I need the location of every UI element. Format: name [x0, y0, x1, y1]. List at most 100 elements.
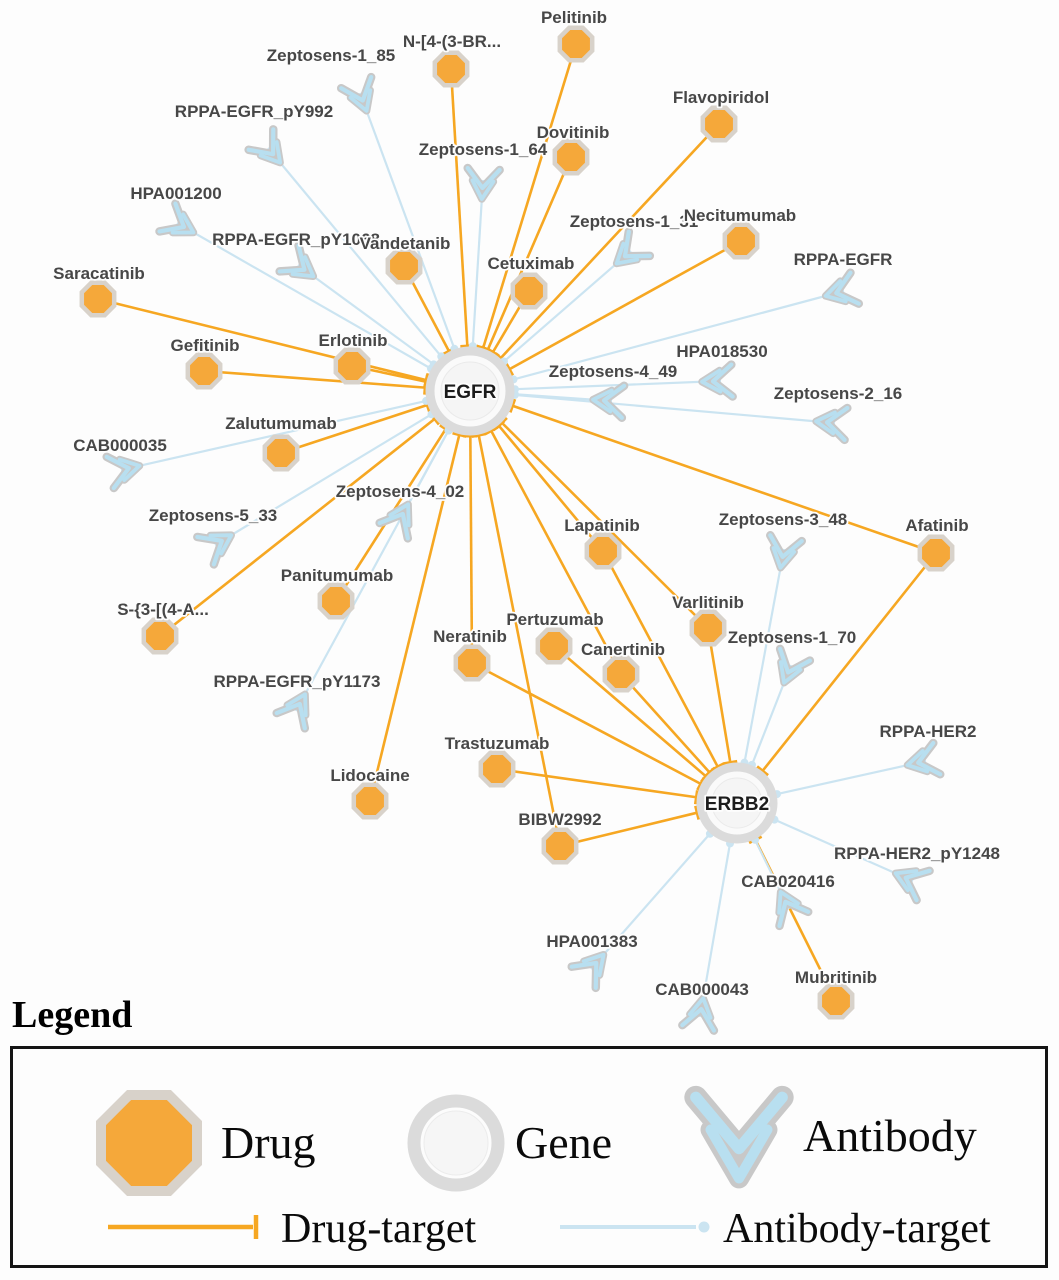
gene-circle-inner — [423, 1110, 489, 1176]
antibody-label-hpa001200: HPA001200 — [130, 184, 221, 203]
drug-label-zalutumumab: Zalutumumab — [225, 414, 336, 433]
drug-label-neratinib: Neratinib — [433, 627, 507, 646]
drug-node-bibw2992 — [541, 827, 579, 865]
antibody-target-edge-rppa_egfr_py1068-egfr — [297, 264, 435, 366]
drug-label-necitumumab: Necitumumab — [684, 206, 796, 225]
gene-label-erbb2: ERBB2 — [705, 794, 769, 815]
antibody-label-cab000035: CAB000035 — [73, 436, 167, 455]
drug-label-vandetanib: Vandetanib — [360, 234, 451, 253]
drug-target-edge-varlitinib-egfr — [500, 421, 709, 629]
antibody-node-zeptosens_5_33 — [193, 531, 236, 569]
antibody-label-zeptosens_1_31: Zeptosens-1_31 — [570, 212, 699, 231]
antibody-target-edge-rppa_egfr_py1173-egfr — [295, 430, 450, 712]
antibody-node-rppa_egfr_py1173 — [272, 690, 310, 733]
gene-label-egfr: EGFR — [444, 382, 497, 403]
drug-label-mubritinib: Mubritinib — [795, 968, 877, 987]
legend-title: Legend — [12, 994, 133, 1036]
antibody-label-rppa_her2_py1248: RPPA-HER2_pY1248 — [834, 844, 1000, 863]
drug-target-edge-necitumumab-egfr — [508, 239, 742, 371]
legend-gene-label: Gene — [515, 1117, 613, 1168]
drug-label-flavopiridol: Flavopiridol — [673, 88, 769, 107]
drug-label-gefitinib: Gefitinib — [171, 336, 240, 355]
drug-label-afatinib: Afatinib — [905, 516, 968, 535]
drug-target-edge-bibw2992-erbb2 — [559, 811, 698, 848]
drug-label-varlitinib: Varlitinib — [672, 593, 744, 612]
drug-node-gefitinib — [185, 352, 223, 390]
antibody-node-zeptosens_1_31 — [612, 227, 655, 268]
antibody-node-rppa_egfr_py1068 — [275, 241, 318, 280]
antibody-target-edge-cab000043-erbb2 — [698, 843, 732, 1018]
drug-label-trastuzumab: Trastuzumab — [445, 734, 550, 753]
drug-node-necitumumab — [722, 222, 760, 260]
drug-node-pelitinib — [557, 25, 595, 63]
legend-antibody-glyph — [684, 1085, 794, 1189]
drug-target-edge-lapatinib-egfr — [497, 424, 604, 552]
legend-drug-label: Drug — [221, 1117, 316, 1168]
antibody-label-hpa018530: HPA018530 — [676, 342, 767, 361]
antibody-target-dot-icon — [698, 1221, 710, 1233]
drug-node-pertuzumab — [535, 627, 573, 665]
drug-target-edge-n4_3br-egfr — [449, 68, 469, 347]
drug-node-neratinib — [453, 644, 491, 682]
antibody-label-cab000043: CAB000043 — [655, 980, 749, 999]
drug-label-bibw2992: BIBW2992 — [518, 810, 601, 829]
legend-box: Drug Gene Antibody Drug-target Antibody-… — [10, 1046, 1048, 1268]
drug-target-tee-trastuzumab — [693, 790, 699, 805]
legend-antibody-target-glyph — [560, 1221, 710, 1233]
antibody-node-zeptosens_4_49 — [589, 381, 629, 422]
antibody-target-edge-rppa_her2-erbb2 — [776, 759, 927, 796]
drug-target-edge-pertuzumab-erbb2 — [553, 645, 707, 778]
antibody-node-rppa_her2 — [903, 738, 945, 779]
antibody-node-rppa_egfr — [821, 268, 864, 308]
drug-target-edge-afatinib-erbb2 — [761, 552, 938, 772]
drug-label-lapatinib: Lapatinib — [564, 516, 640, 535]
antibody-node-cab020416 — [775, 888, 813, 931]
drug-node-flavopiridol — [700, 105, 738, 143]
antibody-label-cab020416: CAB020416 — [741, 872, 835, 891]
antibody-node-hpa001200 — [155, 199, 198, 237]
drug-target-tee-varlitinib — [723, 759, 738, 766]
drug-node-varlitinib — [689, 609, 727, 647]
drug-target-edge-canertinib-egfr — [490, 430, 623, 675]
antibody-node-zeptosens_1_70 — [775, 644, 815, 687]
drug-node-lapatinib — [584, 532, 622, 570]
drug-label-saracatinib: Saracatinib — [53, 264, 145, 283]
drug-node-dovitinib — [552, 138, 590, 176]
drug-node-afatinib — [917, 534, 955, 572]
antibody-label-zeptosens_2_16: Zeptosens-2_16 — [774, 384, 903, 403]
antibody-label-zeptosens_1_85: Zeptosens-1_85 — [267, 46, 396, 65]
antibody-label-rppa_egfr_py1173: RPPA-EGFR_pY1173 — [214, 672, 381, 691]
antibody-node-rppa_egfr_py992 — [244, 125, 284, 167]
drug-node-n4_3br — [432, 50, 470, 88]
drug-octagon-icon — [96, 1090, 202, 1196]
antibody-node-hpa018530 — [698, 360, 737, 401]
drug-node-cetuximab — [510, 272, 548, 310]
antibody-target-edge-zeptosens_3_48-erbb2 — [743, 548, 786, 763]
drug-label-erlotinib: Erlotinib — [319, 331, 388, 350]
antibody-chevron-icon — [684, 1085, 794, 1189]
legend-antibody-label: Antibody — [803, 1110, 977, 1161]
drug-node-zalutumumab — [262, 434, 300, 472]
antibody-label-rppa_egfr_py1068: RPPA-EGFR_pY1068 — [212, 230, 380, 249]
antibody-node-zeptosens_2_16 — [812, 403, 852, 445]
drug-target-edge-neratinib-egfr — [469, 435, 474, 664]
drug-target-edge-dovitinib-egfr — [486, 156, 573, 351]
antibody-target-edge-zeptosens_1_31-egfr — [503, 250, 632, 363]
antibody-target-edge-rppa_her2_py1248-erbb2 — [774, 818, 914, 883]
drug-target-tee-canertinib — [703, 766, 716, 779]
antibody-label-zeptosens_4_02: Zeptosens-4_02 — [336, 482, 465, 501]
antibody-label-rppa_her2: RPPA-HER2 — [880, 722, 977, 741]
drug-node-lidocaine — [351, 782, 389, 820]
drug-node-panitumumab — [317, 582, 355, 620]
drug-node-erlotinib — [333, 347, 371, 385]
drug-node-canertinib — [602, 655, 640, 693]
drug-target-tee-necitumumab — [504, 362, 515, 377]
drug-node-mubritinib — [817, 982, 855, 1020]
drug-target-edge-gefitinib-egfr — [203, 369, 426, 389]
antibody-target-edge-rppa_egfr_py992-egfr — [267, 147, 443, 358]
legend-antibody-target-label: Antibody-target — [723, 1206, 991, 1252]
drug-target-edge-trastuzumab-erbb2 — [496, 767, 697, 799]
drug-node-saracatinib — [79, 280, 117, 318]
drug-target-edge-neratinib-erbb2 — [471, 661, 702, 785]
drug-target-edge-flavopiridol-egfr — [499, 123, 720, 359]
